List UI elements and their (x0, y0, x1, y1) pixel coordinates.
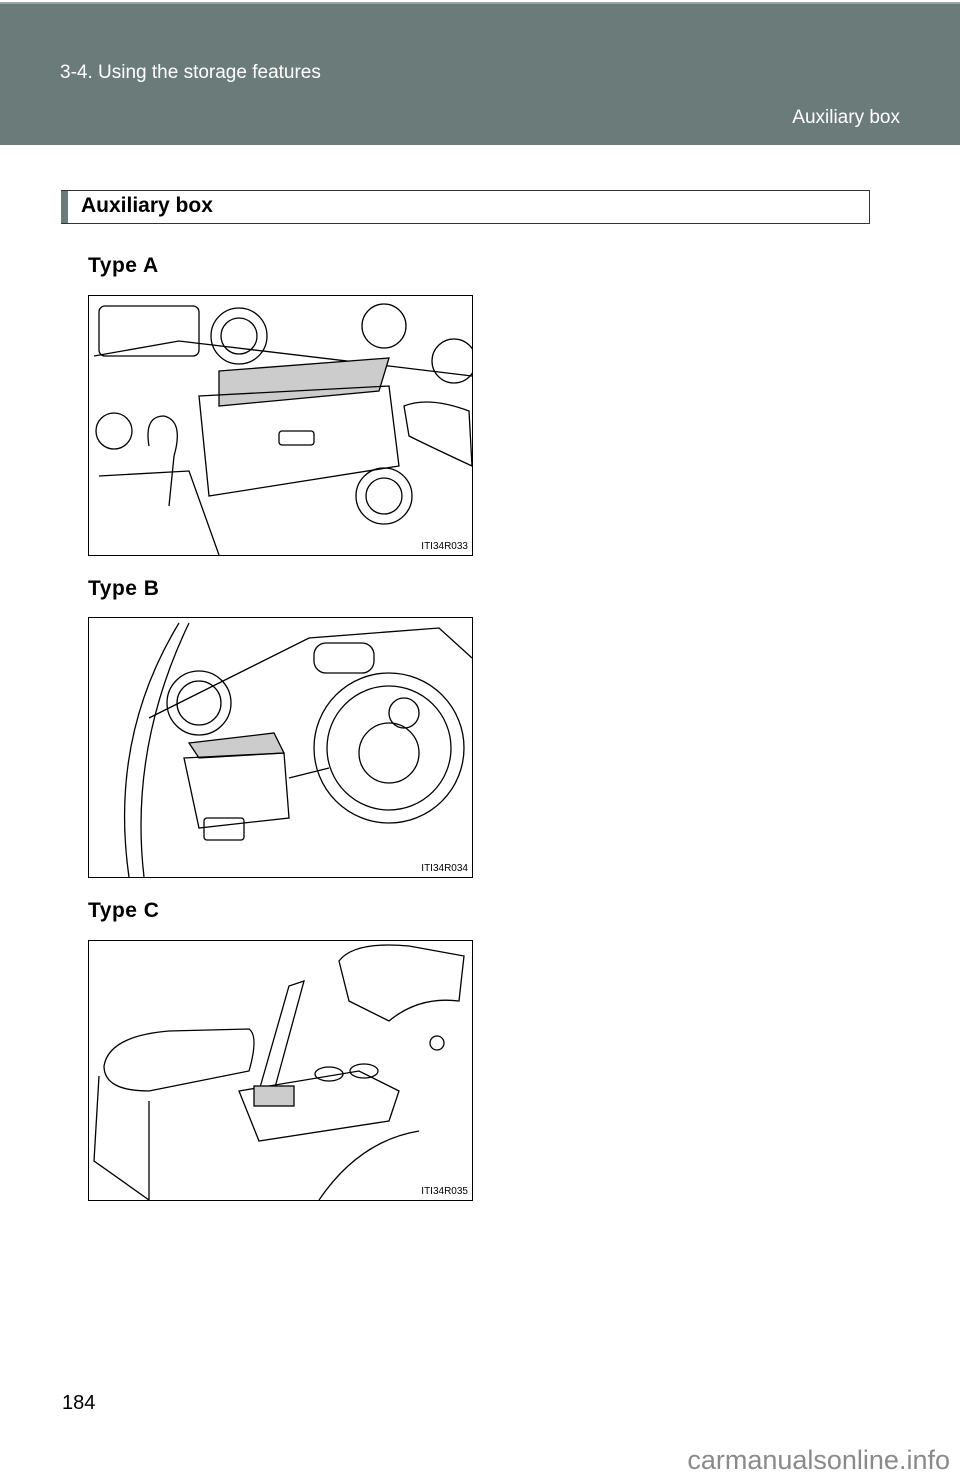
dashboard-illustration-b (123, 622, 472, 877)
page-number: 184 (62, 1392, 96, 1414)
page-heading: Auxiliary box (81, 194, 213, 217)
heading-box: Auxiliary box (61, 190, 870, 224)
type-a-label: Type A (88, 254, 159, 277)
figure-type-b: ITI34R034 (88, 617, 473, 878)
type-b-label: Type B (88, 577, 160, 600)
dashboard-illustration-a (93, 303, 472, 555)
console-illustration-c (93, 944, 465, 1200)
section-title: 3-4. Using the storage features (60, 62, 321, 83)
figure-type-a: ITI34R033 (88, 295, 473, 556)
figure-code: ITI34R035 (421, 1186, 468, 1197)
page-header: 3-4. Using the storage features Auxiliar… (0, 2, 960, 145)
figure-code: ITI34R033 (421, 541, 468, 552)
type-c-label: Type C (88, 899, 160, 922)
heading-accent (61, 191, 68, 223)
watermark: carmanualsonline.info (687, 1445, 950, 1475)
figure-type-c: ITI34R035 (88, 940, 473, 1201)
subsection-title: Auxiliary box (792, 107, 900, 128)
figure-code: ITI34R034 (421, 863, 468, 874)
